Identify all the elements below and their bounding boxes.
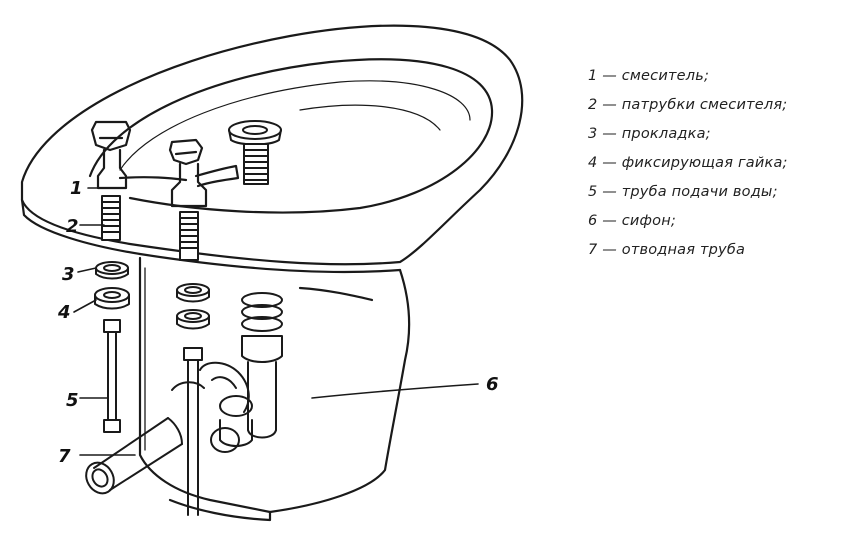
- callout-5: 5: [66, 390, 79, 411]
- callout-1: 1: [70, 178, 83, 199]
- legend-item-7: 7 — отводная труба: [588, 242, 746, 258]
- callout-7: 7: [58, 446, 71, 467]
- mixer-studs: [101, 195, 199, 261]
- legend-item-2: 2 — патрубки смесителя;: [588, 97, 788, 113]
- legend-item-4: 4 — фиксирующая гайка;: [588, 155, 788, 171]
- callout-2: 2: [66, 216, 79, 237]
- legend-item-1: 1 — смеситель;: [588, 68, 710, 84]
- mixer: [90, 120, 240, 208]
- gaskets-middle: [176, 283, 210, 516]
- callout-3: 3: [62, 264, 75, 285]
- drain-fitting: [228, 120, 282, 185]
- legend-item-6: 6 — сифон;: [588, 213, 676, 229]
- leader-lines: [73, 187, 479, 456]
- callout-6: 6: [486, 374, 499, 395]
- parts-legend: 1 — смеситель; 2 — патрубки смесителя; 3…: [588, 62, 846, 265]
- bowl-rim-edge: [20, 198, 402, 274]
- legend-item-5: 5 — труба подачи воды;: [588, 184, 778, 200]
- outlet-pipe: [85, 417, 183, 495]
- pedestal-body: [168, 268, 411, 522]
- bowl-rim: [20, 24, 524, 266]
- bowl-basin: [88, 58, 494, 214]
- drain-stack: [241, 292, 283, 439]
- gaskets-left: [94, 261, 130, 433]
- legend-item-3: 3 — прокладка;: [588, 126, 711, 142]
- callout-4: 4: [57, 302, 71, 323]
- siphon: [171, 361, 253, 453]
